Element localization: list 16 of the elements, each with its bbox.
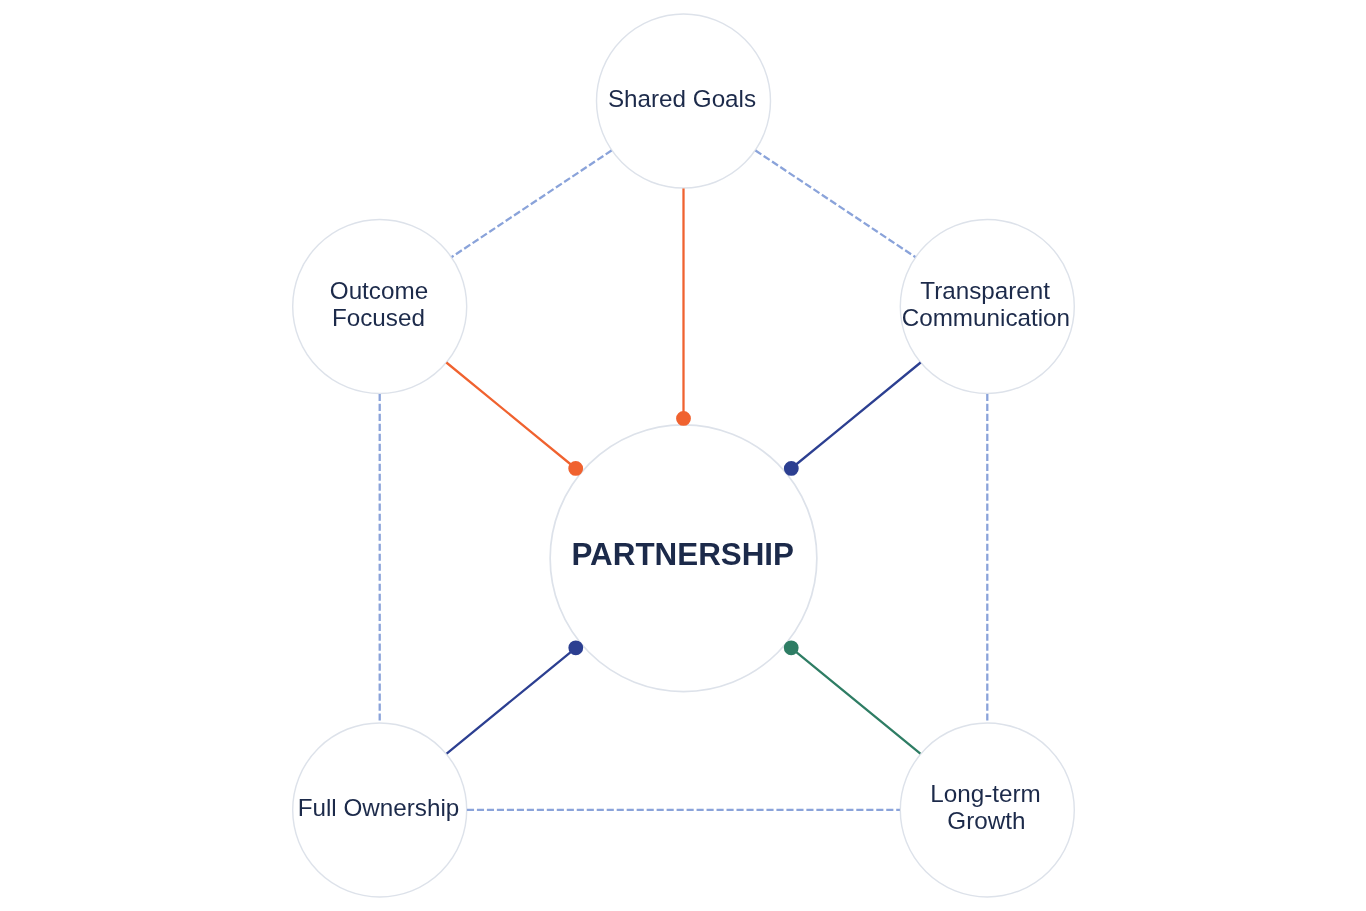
node-circle: PARTNERSHIP [548,424,818,693]
node-circle: Transparent Communication [899,218,1075,395]
node-circle: Long-term Growth [899,722,1075,898]
connector [985,393,988,723]
node-circle: Shared Goals [595,13,771,189]
connector [445,361,583,476]
node-circle: Outcome Focused [291,218,467,395]
node-circle: Full Ownership [291,722,467,898]
connector [378,393,381,723]
connector [445,640,583,755]
connector [466,808,900,812]
connector [450,149,612,258]
connector [675,188,691,426]
connector [783,640,921,755]
connector [754,149,916,258]
connector [783,361,921,476]
